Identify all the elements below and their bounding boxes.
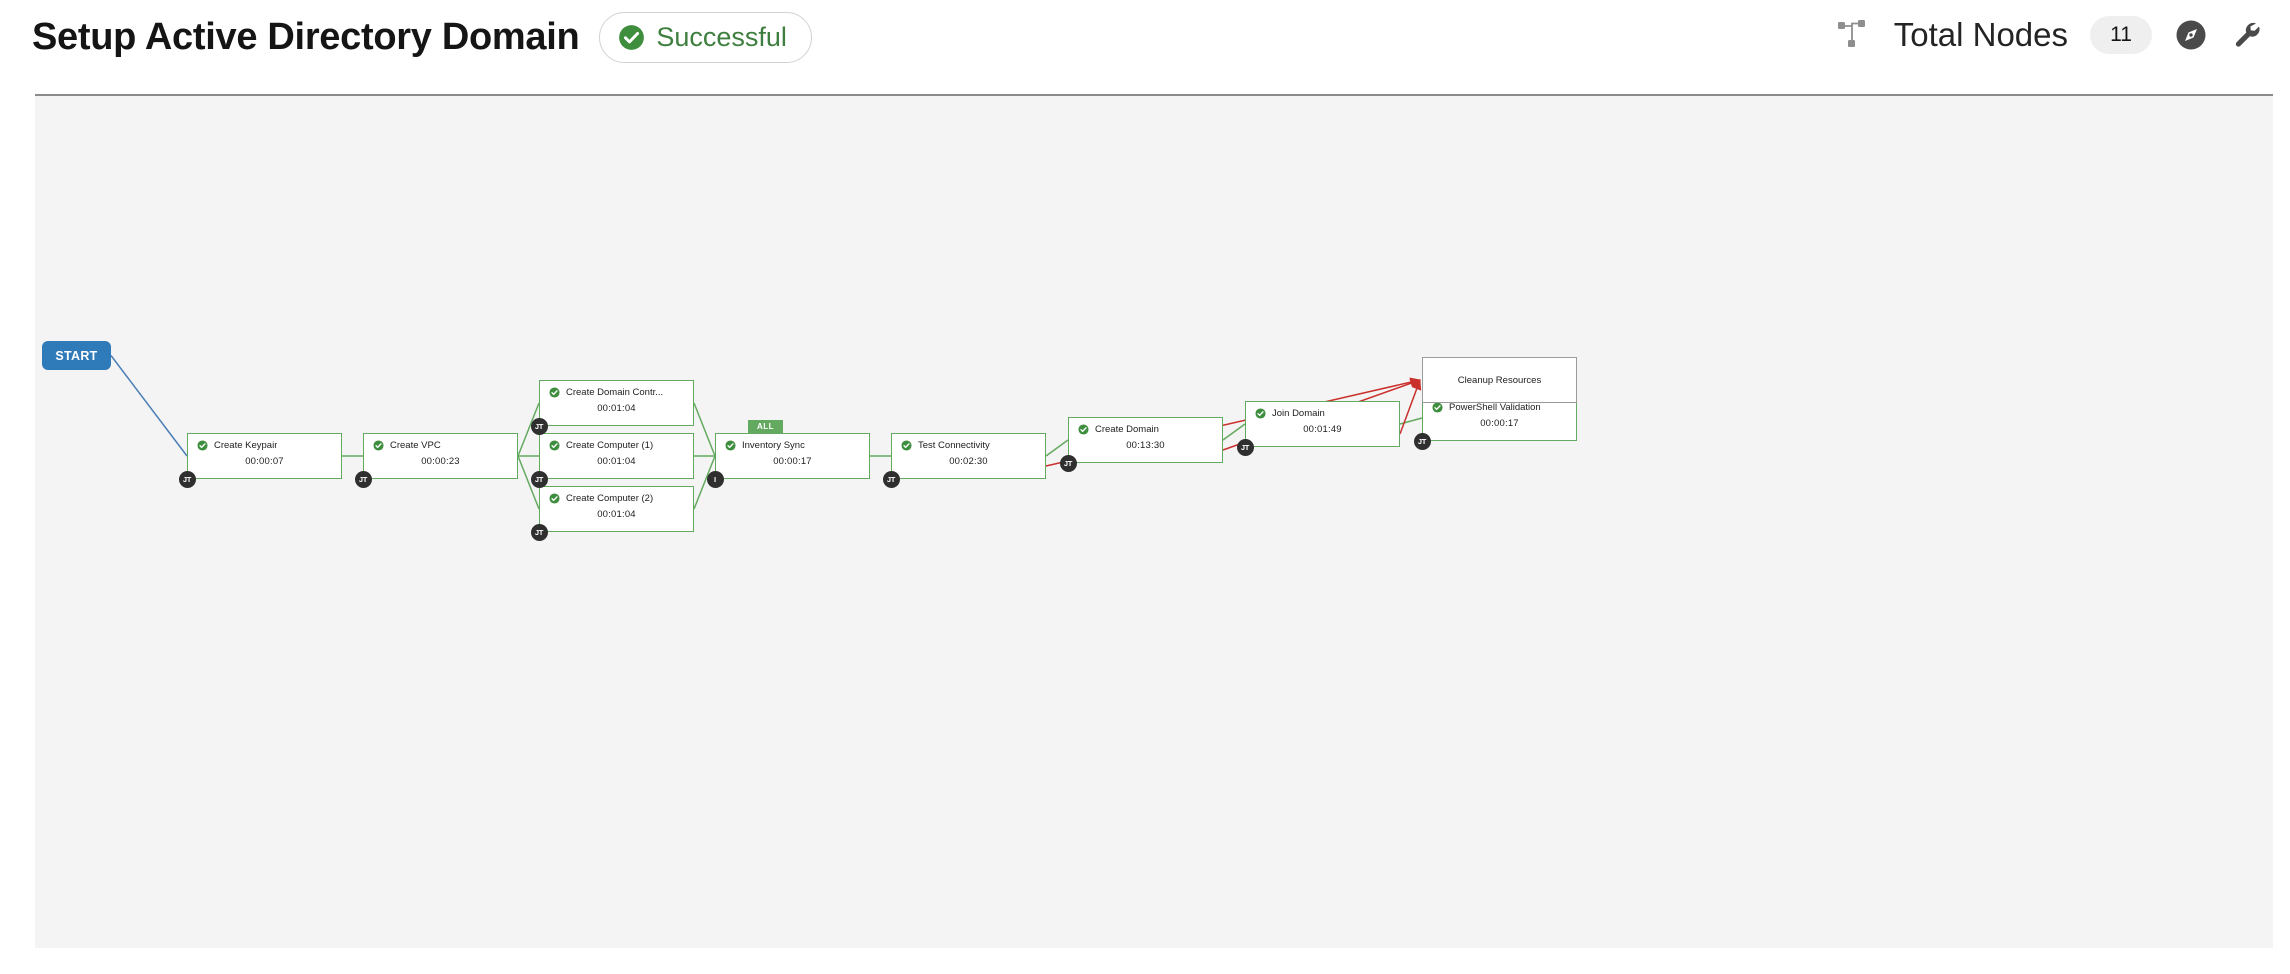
node-success-icon: [1432, 402, 1443, 413]
status-badge: Successful: [599, 12, 812, 63]
credential-badge-create-keypair[interactable]: JT: [178, 470, 196, 488]
node-elapsed-time: 00:01:49: [1303, 424, 1342, 435]
node-title-row: Create VPC: [364, 440, 517, 451]
node-create-computer-1[interactable]: Create Computer (1) 00:01:04: [539, 433, 694, 479]
node-elapsed-time: 00:01:04: [597, 456, 636, 467]
node-success-icon: [1078, 424, 1089, 435]
node-elapsed-time: 00:00:23: [421, 456, 460, 467]
node-title: Join Domain: [1272, 408, 1325, 419]
node-title: Test Connectivity: [918, 440, 990, 451]
node-elapsed-time: 00:00:07: [245, 456, 284, 467]
app-header: Setup Active Directory Domain Successful…: [0, 0, 2290, 95]
node-title-row: Create Domain Contr...: [540, 387, 693, 398]
credential-badge-create-computer-1[interactable]: JT: [530, 470, 548, 488]
node-create-computer-2[interactable]: Create Computer (2) 00:01:04: [539, 486, 694, 532]
node-title-row: Create Computer (1): [540, 440, 693, 451]
node-success-icon: [549, 493, 560, 504]
node-elapsed-time: 00:01:04: [597, 403, 636, 414]
node-title: Create Computer (1): [566, 440, 654, 451]
credential-badge-powershell-validation[interactable]: JT: [1413, 432, 1431, 450]
node-elapsed-time: 00:13:30: [1126, 440, 1165, 451]
node-success-icon: [901, 440, 912, 451]
page-title: Setup Active Directory Domain: [32, 16, 580, 58]
node-title: Create Keypair: [214, 440, 278, 451]
status-label: Successful: [656, 22, 787, 52]
node-create-domain-controller[interactable]: Create Domain Contr... 00:01:04: [539, 380, 694, 426]
node-success-icon: [725, 440, 736, 451]
node-title: Create Computer (2): [566, 493, 654, 504]
node-success-icon: [1255, 408, 1266, 419]
edge-create-vpc-to-create-domain-controller: [517, 402, 540, 457]
header-left-group: Setup Active Directory Domain Successful: [32, 12, 812, 63]
node-elapsed-time: 00:02:30: [949, 456, 988, 467]
node-success-icon: [373, 440, 384, 451]
node-success-icon: [549, 440, 560, 451]
node-elapsed-time: 00:00:17: [773, 456, 812, 467]
node-title: PowerShell Validation: [1449, 402, 1541, 413]
edge-start-to-create-keypair: [110, 355, 188, 457]
edge-join-domain-to-cleanup-resources: [1399, 379, 1422, 435]
compass-icon[interactable]: [2174, 18, 2208, 52]
check-circle-icon: [619, 25, 645, 50]
node-title-row: Create Computer (2): [540, 493, 693, 504]
header-divider: [35, 94, 2273, 96]
credential-badge-create-domain-controller[interactable]: JT: [530, 417, 548, 435]
credential-badge-join-domain[interactable]: JT: [1236, 438, 1254, 456]
edge-create-vpc-to-create-computer-2: [517, 455, 540, 510]
credential-badge-create-domain[interactable]: JT: [1059, 454, 1077, 472]
start-node[interactable]: START: [42, 341, 111, 370]
node-title-row: Inventory Sync: [716, 440, 869, 451]
total-nodes-label: Total Nodes: [1893, 16, 2068, 53]
node-create-vpc[interactable]: Create VPC 00:00:23: [363, 433, 518, 479]
header-right-group: Total Nodes 11: [1837, 0, 2264, 70]
node-title-row: Test Connectivity: [892, 440, 1045, 451]
node-title-row: PowerShell Validation: [1423, 402, 1576, 413]
credential-badge-inventory-sync[interactable]: I: [706, 470, 724, 488]
credential-badge-test-connectivity[interactable]: JT: [882, 470, 900, 488]
node-title: Inventory Sync: [742, 440, 805, 451]
node-success-icon: [197, 440, 208, 451]
credential-badge-create-vpc[interactable]: JT: [354, 470, 372, 488]
node-title-row: Join Domain: [1246, 408, 1399, 419]
node-title: Create Domain Contr...: [566, 387, 664, 398]
node-title: Cleanup Resources: [1457, 374, 1542, 386]
node-success-icon: [549, 387, 560, 398]
node-create-domain[interactable]: Create Domain 00:13:30: [1068, 417, 1223, 463]
credential-badge-create-computer-2[interactable]: JT: [530, 523, 548, 541]
node-create-keypair[interactable]: Create Keypair 00:00:07: [187, 433, 342, 479]
total-nodes-count: 11: [2090, 16, 2152, 54]
edge-layer: [110, 355, 1423, 510]
node-title-row: Create Domain: [1069, 424, 1222, 435]
convergence-badge-inventory-sync: ALL: [748, 420, 784, 433]
node-test-connectivity[interactable]: Test Connectivity 00:02:30: [891, 433, 1046, 479]
node-title: Create Domain: [1095, 424, 1159, 435]
node-title-row: Create Keypair: [188, 440, 341, 451]
node-cleanup-resources[interactable]: Cleanup Resources: [1422, 357, 1577, 403]
node-inventory-sync[interactable]: Inventory Sync 00:00:17: [715, 433, 870, 479]
node-elapsed-time: 00:01:04: [597, 509, 636, 520]
edge-create-domain-controller-to-inventory-sync: [693, 402, 716, 457]
edge-create-computer-2-to-inventory-sync: [693, 455, 716, 510]
edge-create-domain-to-join-domain: [1222, 423, 1246, 441]
node-title: Create VPC: [390, 440, 441, 451]
wrench-icon[interactable]: [2230, 18, 2264, 52]
edge-test-connectivity-to-create-domain: [1045, 439, 1069, 457]
node-join-domain[interactable]: Join Domain 00:01:49: [1245, 401, 1400, 447]
node-elapsed-time: 00:00:17: [1480, 418, 1519, 429]
workflow-nodes-icon: [1837, 20, 1865, 47]
